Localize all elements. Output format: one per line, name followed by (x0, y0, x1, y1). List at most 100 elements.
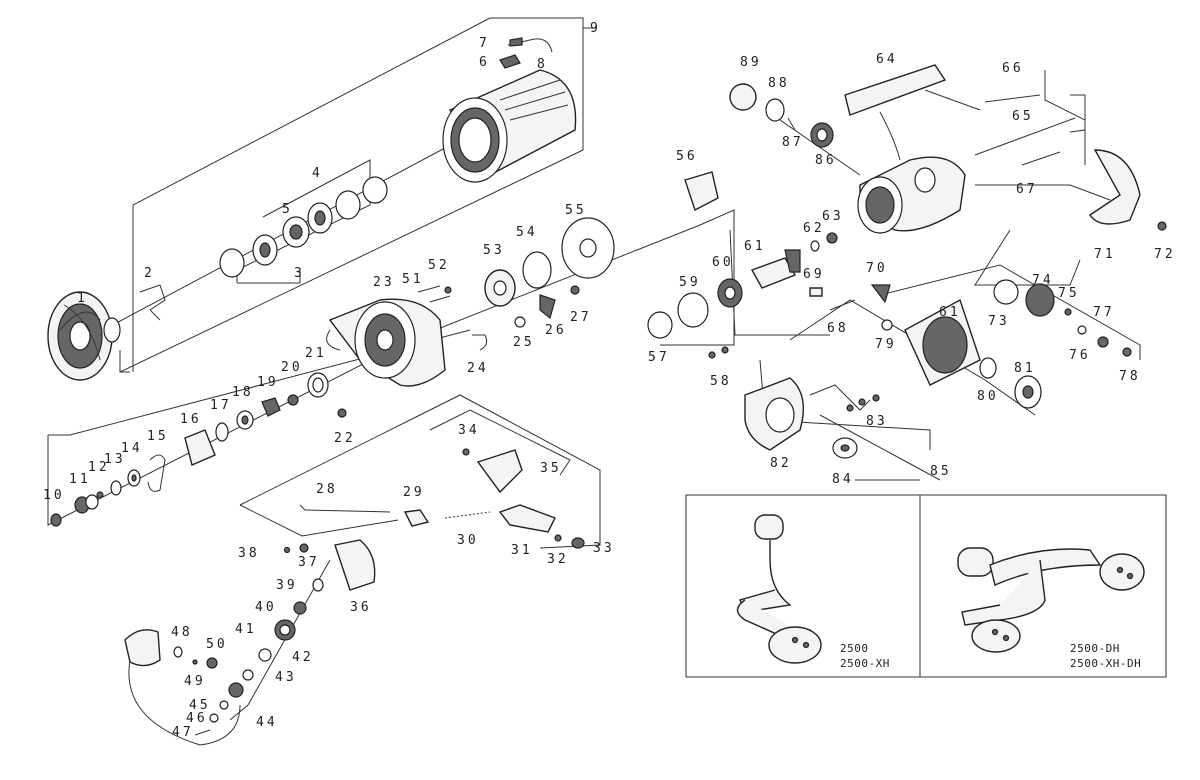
rotor-nut-parts (50, 372, 347, 527)
part-number-label: 63 (822, 209, 844, 224)
part-number-label: 58 (710, 374, 732, 389)
part-number-label: 14 (121, 441, 143, 456)
part-number-label: 25 (513, 335, 535, 350)
part-number-label: 69 (803, 267, 825, 282)
part-number-label: 1 (77, 291, 88, 306)
handle-variants-box (685, 494, 1167, 678)
part-number-label: 77 (1093, 305, 1115, 320)
part-number-label: 86 (815, 153, 837, 168)
part-number-label: 61 (939, 305, 961, 320)
rear-cap-part (1089, 149, 1167, 231)
part-number-label: 23 (373, 275, 395, 290)
part-number-label: 38 (238, 546, 260, 561)
variant-label-2500-xh-dh: 2500-XH-DH (1070, 657, 1141, 670)
part-number-label: 33 (593, 541, 615, 556)
part-number-label: 40 (255, 600, 277, 615)
part-number-label: 62 (803, 221, 825, 236)
part-number-label: 22 (334, 431, 356, 446)
bail-parts (124, 448, 585, 746)
part-number-label: 37 (298, 555, 320, 570)
washer-stack-parts (219, 176, 388, 278)
part-number-label: 85 (930, 464, 952, 479)
reel-body-part (844, 64, 966, 234)
part-number-label: 6 (479, 55, 490, 70)
part-number-label: 78 (1119, 369, 1141, 384)
part-number-label: 36 (350, 600, 372, 615)
part-number-label: 64 (876, 52, 898, 67)
double-handle-part (957, 547, 1145, 653)
spool-part (442, 69, 577, 183)
part-number-label: 74 (1032, 273, 1054, 288)
rotor-small-parts (417, 217, 615, 351)
rotor-part (326, 298, 446, 387)
part-number-label: 16 (180, 412, 202, 427)
part-number-label: 83 (866, 414, 888, 429)
part-number-label: 41 (235, 622, 257, 637)
part-number-label: 66 (1002, 61, 1024, 76)
part-number-label: 48 (171, 625, 193, 640)
part-number-label: 73 (988, 314, 1010, 329)
part-number-label: 5 (282, 202, 293, 217)
part-number-label: 45 (189, 698, 211, 713)
part-number-label: 56 (676, 149, 698, 164)
part-number-label: 26 (545, 323, 567, 338)
variant-label-2500-dh: 2500-DH (1070, 642, 1120, 655)
part-number-label: 47 (172, 725, 194, 740)
part-number-label: 55 (565, 203, 587, 218)
body-pins-parts (974, 94, 1086, 166)
part-number-label: 31 (511, 543, 533, 558)
part-number-label: 70 (866, 261, 888, 276)
part-number-label: 20 (281, 360, 303, 375)
spool-knob-part (47, 291, 121, 381)
part-number-label: 89 (740, 55, 762, 70)
part-number-label: 2 (144, 266, 155, 281)
part-number-label: 3 (294, 266, 305, 281)
part-number-label: 21 (305, 346, 327, 361)
part-number-label: 43 (275, 670, 297, 685)
part-number-label: 54 (516, 225, 538, 240)
part-number-label: 8 (537, 57, 548, 72)
part-number-label: 32 (547, 552, 569, 567)
part-number-label: 67 (1016, 182, 1038, 197)
part-number-label: 71 (1094, 247, 1116, 262)
part-number-label: 65 (1012, 109, 1034, 124)
part-number-label: 79 (875, 337, 897, 352)
part-number-label: 7 (479, 36, 490, 51)
part-number-label: 17 (210, 398, 232, 413)
part-number-label: 72 (1154, 247, 1176, 262)
part-number-label: 27 (570, 310, 592, 325)
drive-train-parts (647, 171, 891, 359)
part-number-label: 57 (648, 350, 670, 365)
part-number-label: 42 (292, 650, 314, 665)
part-number-label: 9 (590, 21, 601, 36)
part-number-label: 53 (483, 243, 505, 258)
part-number-label: 18 (232, 385, 254, 400)
part-number-label: 34 (458, 423, 480, 438)
part-number-label: 30 (457, 533, 479, 548)
part-number-label: 4 (312, 166, 323, 181)
part-number-label: 24 (467, 361, 489, 376)
part-number-label: 44 (256, 715, 278, 730)
part-number-label: 59 (679, 275, 701, 290)
side-cover-part (744, 377, 880, 459)
part-number-label: 15 (147, 429, 169, 444)
part-number-label: 76 (1069, 348, 1091, 363)
part-number-label: 68 (827, 321, 849, 336)
part-number-label: 13 (104, 452, 126, 467)
part-number-label: 19 (257, 375, 279, 390)
part-number-label: 28 (316, 482, 338, 497)
part-number-label: 29 (403, 485, 425, 500)
spool-clip-part (139, 284, 166, 321)
part-number-label: 61 (744, 239, 766, 254)
part-number-label: 52 (428, 258, 450, 273)
part-number-label: 60 (712, 255, 734, 270)
part-number-label: 75 (1058, 286, 1080, 301)
part-number-label: 11 (69, 472, 91, 487)
gear-parts (881, 279, 1132, 409)
part-number-label: 87 (782, 135, 804, 150)
variant-label-2500: 2500 (840, 642, 869, 655)
part-number-label: 46 (186, 711, 208, 726)
part-number-label: 35 (540, 461, 562, 476)
